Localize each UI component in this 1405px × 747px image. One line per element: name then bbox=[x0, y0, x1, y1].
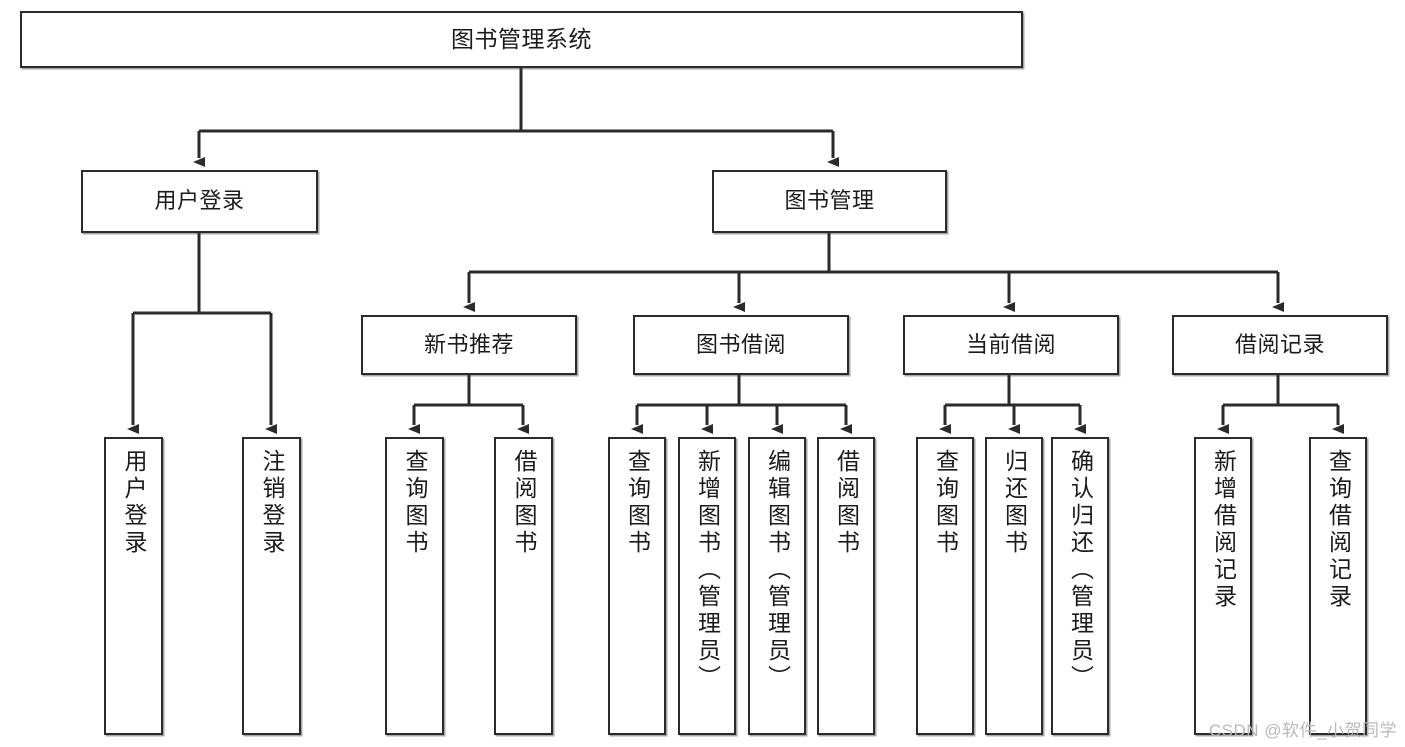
node-label: 新增借阅记录 bbox=[1210, 449, 1237, 611]
node-label: 查询图书 bbox=[932, 449, 959, 557]
node-borrow-record[interactable]: 借阅记录 bbox=[1172, 315, 1388, 375]
leaf-user-login[interactable]: 用户登录 bbox=[104, 437, 163, 735]
leaf-edit-book-admin[interactable]: 编辑图书（管理员） bbox=[748, 437, 806, 735]
node-label: 图书借阅 bbox=[695, 331, 786, 357]
node-label: 归还图书 bbox=[1001, 449, 1028, 557]
leaf-logout[interactable]: 注销登录 bbox=[242, 437, 301, 735]
node-label: 编辑图书（管理员） bbox=[764, 449, 791, 692]
leaf-query-borrow-record[interactable]: 查询借阅记录 bbox=[1309, 437, 1367, 735]
leaf-query-book-borrow[interactable]: 查询图书 bbox=[608, 437, 666, 735]
leaf-borrow-book[interactable]: 借阅图书 bbox=[817, 437, 875, 735]
node-book-borrow[interactable]: 图书借阅 bbox=[633, 315, 849, 375]
node-label: 用户登录 bbox=[154, 188, 245, 214]
leaf-query-book-new[interactable]: 查询图书 bbox=[385, 437, 444, 735]
leaf-add-book-admin[interactable]: 新增图书（管理员） bbox=[678, 437, 736, 735]
node-label: 用户登录 bbox=[121, 449, 147, 557]
node-label: 图书管理系统 bbox=[451, 25, 592, 52]
node-label: 新增图书（管理员） bbox=[694, 449, 721, 692]
node-label: 查询借阅记录 bbox=[1325, 449, 1352, 611]
node-label: 确认归还（管理员） bbox=[1067, 449, 1094, 692]
leaf-query-book-current[interactable]: 查询图书 bbox=[916, 437, 974, 735]
node-label: 查询图书 bbox=[624, 449, 651, 557]
watermark-text: CSDN @软件_小贺同学 bbox=[1208, 721, 1397, 740]
node-label: 查询图书 bbox=[402, 449, 428, 557]
node-label: 注销登录 bbox=[259, 449, 285, 557]
leaf-return-book[interactable]: 归还图书 bbox=[985, 437, 1043, 735]
leaf-borrow-book-new[interactable]: 借阅图书 bbox=[494, 437, 553, 735]
node-label: 借阅记录 bbox=[1234, 331, 1325, 357]
node-root-system[interactable]: 图书管理系统 bbox=[20, 11, 1023, 68]
node-new-book-recommend[interactable]: 新书推荐 bbox=[361, 315, 577, 375]
node-label: 图书管理 bbox=[784, 188, 875, 214]
leaf-add-borrow-record[interactable]: 新增借阅记录 bbox=[1194, 437, 1252, 735]
node-user-login[interactable]: 用户登录 bbox=[81, 170, 318, 233]
node-label: 借阅图书 bbox=[511, 449, 537, 557]
node-current-borrow[interactable]: 当前借阅 bbox=[903, 315, 1119, 375]
node-label: 新书推荐 bbox=[423, 331, 514, 357]
node-book-management[interactable]: 图书管理 bbox=[712, 170, 947, 233]
leaf-confirm-return-admin[interactable]: 确认归还（管理员） bbox=[1051, 437, 1109, 735]
node-label: 当前借阅 bbox=[965, 331, 1056, 357]
node-label: 借阅图书 bbox=[833, 449, 860, 557]
